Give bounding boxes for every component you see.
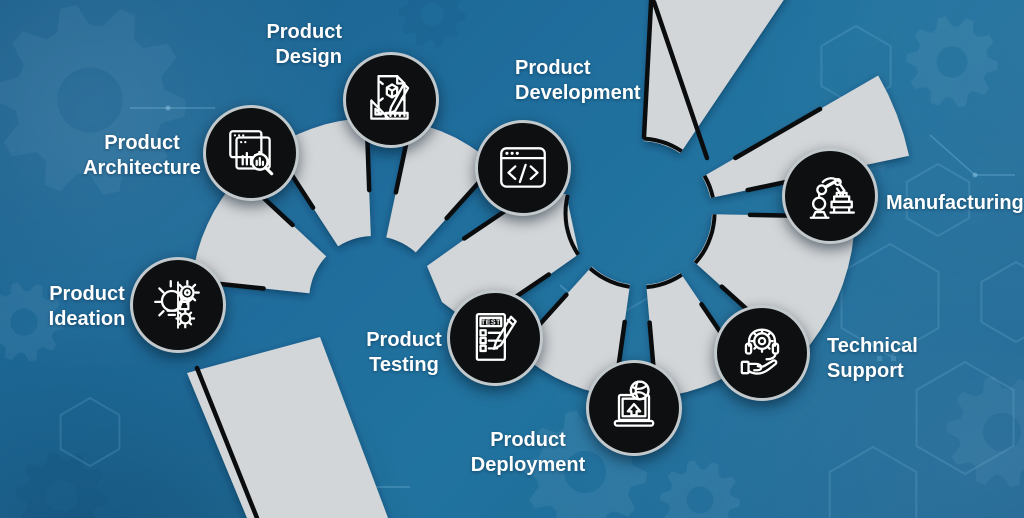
- stage-node-product-design: [343, 52, 439, 148]
- lightbulb-gear-icon: [154, 280, 200, 329]
- analytics-window-icon: [229, 130, 274, 176]
- stage-label-line: Product: [266, 21, 342, 43]
- blueprint-drafting-icon: [370, 75, 410, 120]
- stage-label-line: Design: [275, 45, 342, 68]
- stage-label-line: Product: [366, 329, 442, 351]
- ribbon-bridge: [427, 194, 579, 327]
- stage-label-line: Deployment: [470, 453, 586, 476]
- hexagon-icon: [915, 360, 1015, 476]
- stage-node-manufacturing: [782, 148, 878, 244]
- stage-label-line: Development: [515, 81, 641, 104]
- ribbon-segment: [192, 175, 327, 294]
- stage-label-manufacturing: Manufacturing: [886, 191, 1024, 216]
- stage-label-line: Product: [490, 429, 566, 451]
- ribbon-segments: [187, 0, 909, 518]
- ribbon-segment: [693, 214, 855, 357]
- hexagon-icon: [905, 162, 971, 238]
- hexagon-icon: [828, 445, 918, 518]
- stage-label-line: Architecture: [83, 156, 201, 179]
- stage-node-product-architecture: [203, 105, 299, 201]
- stage-label-line: Support: [827, 359, 904, 382]
- laptop-globe-upload-icon: [613, 380, 655, 427]
- stage-node-technical-support: [714, 305, 810, 401]
- ribbon-segment: [386, 122, 495, 253]
- robot-arm-icon: [809, 177, 855, 219]
- stage-node-product-deployment: [586, 360, 682, 456]
- hexagon-icon: [59, 396, 121, 468]
- svg-text:TEST: TEST: [481, 320, 501, 327]
- stage-label-line: Product: [49, 283, 125, 305]
- stage-node-product-ideation: [130, 257, 226, 353]
- stage-label-line: Ideation: [48, 307, 126, 330]
- stage-label-line: Manufacturing: [886, 192, 1024, 214]
- gear-icon: [398, 0, 466, 48]
- hub-inner-ring: [563, 136, 717, 290]
- code-window-icon: [500, 147, 546, 188]
- test-checklist-icon: TEST: [475, 313, 517, 361]
- gear-icon: [16, 450, 108, 518]
- stage-label-line: Product: [515, 57, 591, 79]
- gear-icon: [0, 282, 64, 362]
- gear-icon: [0, 5, 186, 195]
- stage-label-line: Testing: [369, 353, 439, 376]
- gear-icon: [906, 16, 998, 108]
- stage-label-line: Technical: [827, 335, 918, 357]
- ribbon-segment: [643, 0, 784, 154]
- gear-icon: [660, 460, 740, 518]
- stage-node-product-testing: TEST: [447, 290, 543, 386]
- ribbon-segment: [516, 266, 630, 397]
- stage-node-product-development: [475, 120, 571, 216]
- gear-icon: [946, 376, 1024, 488]
- hexagon-icon: [980, 260, 1024, 344]
- stage-label-line: Product: [104, 132, 180, 154]
- headset-gear-hand-icon: [740, 328, 780, 375]
- ribbon-segment: [702, 75, 909, 198]
